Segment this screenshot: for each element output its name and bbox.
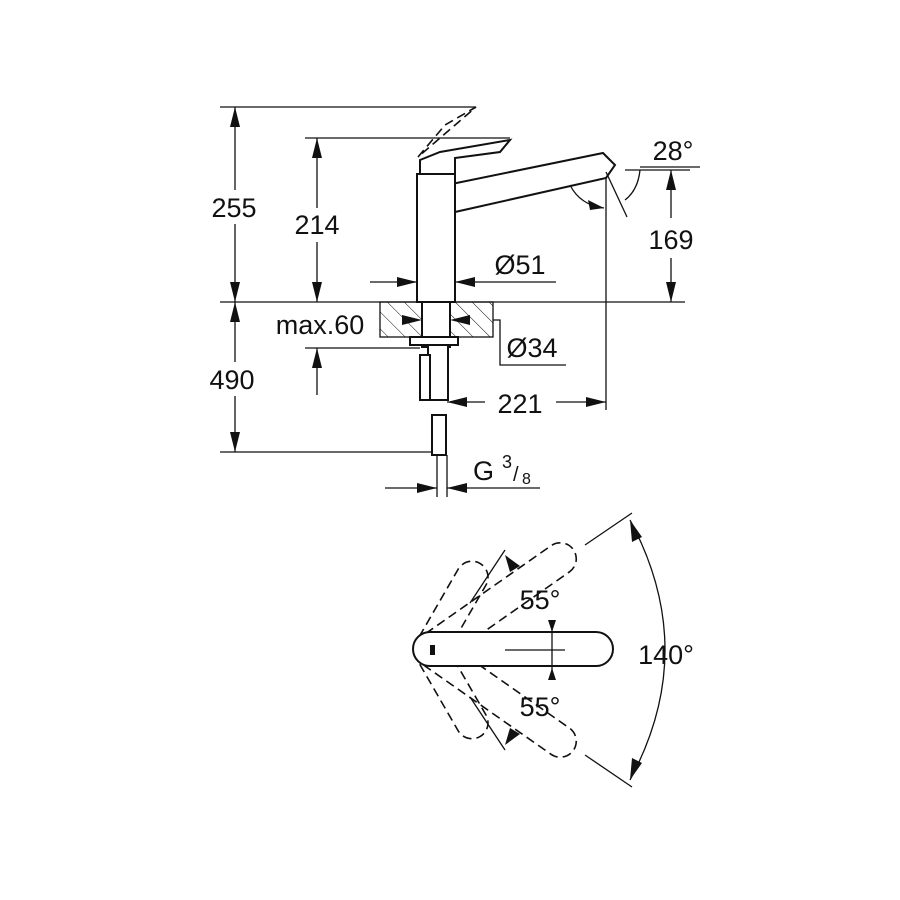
faucet-side-view: [379, 106, 617, 497]
dimension-angle-28: 28°: [569, 136, 694, 218]
dimension-max-60: max.60: [276, 310, 470, 340]
dimension-169: 169: [648, 170, 694, 302]
connection-prefix-label: G: [473, 456, 494, 486]
dimension-255: 255: [205, 107, 265, 302]
spout-top-height-label: 214: [294, 210, 339, 240]
reach-label: 221: [497, 389, 542, 419]
dimension-214: 214: [287, 138, 347, 302]
body-diameter-label: Ø51: [494, 250, 545, 280]
dimension-diameter-51: Ø51: [370, 250, 556, 287]
outlet-angle-label: 28°: [653, 136, 694, 166]
dimension-connection-thread: G 3 / 8: [385, 452, 540, 493]
outlet-height-label: 169: [648, 225, 693, 255]
angle-lower-label: 55°: [520, 692, 561, 722]
max-thickness-label: max.60: [276, 310, 365, 340]
connection-fraction-slash: /: [513, 464, 519, 486]
connection-denominator-label: 8: [522, 471, 531, 488]
dimension-221: 221: [447, 389, 606, 419]
dimension-diameter-34: Ø34: [493, 319, 566, 366]
below-length-label: 490: [209, 365, 254, 395]
angle-upper-label: 55°: [520, 585, 561, 615]
connection-numerator-label: 3: [502, 452, 512, 472]
hole-diameter-label: Ø34: [506, 333, 557, 363]
lever-top-view: 55° 55° 140°: [412, 512, 694, 788]
dimension-490: 490: [205, 302, 322, 452]
angle-total-label: 140°: [638, 640, 694, 670]
height-total-label: 255: [211, 193, 256, 223]
